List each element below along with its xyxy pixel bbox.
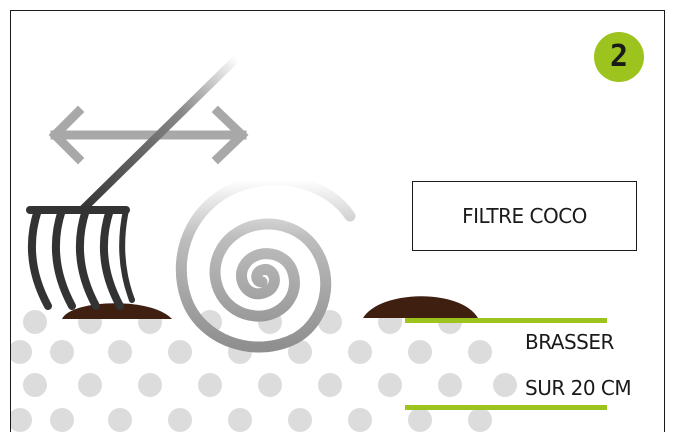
step-badge: 2 bbox=[594, 32, 644, 82]
ground-dots bbox=[8, 310, 517, 432]
instruction-line-2: SUR 20 CM bbox=[525, 376, 631, 400]
double-arrow-icon bbox=[55, 112, 242, 158]
instruction-top-bar bbox=[405, 318, 607, 323]
instruction-line-1: BRASSER bbox=[525, 330, 614, 354]
filter-label-box: FILTRE COCO bbox=[412, 181, 637, 251]
instruction-bottom-bar bbox=[405, 405, 607, 410]
soil-mound-icon bbox=[363, 296, 478, 318]
step-number: 2 bbox=[610, 42, 628, 72]
rake-icon bbox=[30, 58, 237, 306]
filter-label: FILTRE COCO bbox=[462, 204, 587, 228]
